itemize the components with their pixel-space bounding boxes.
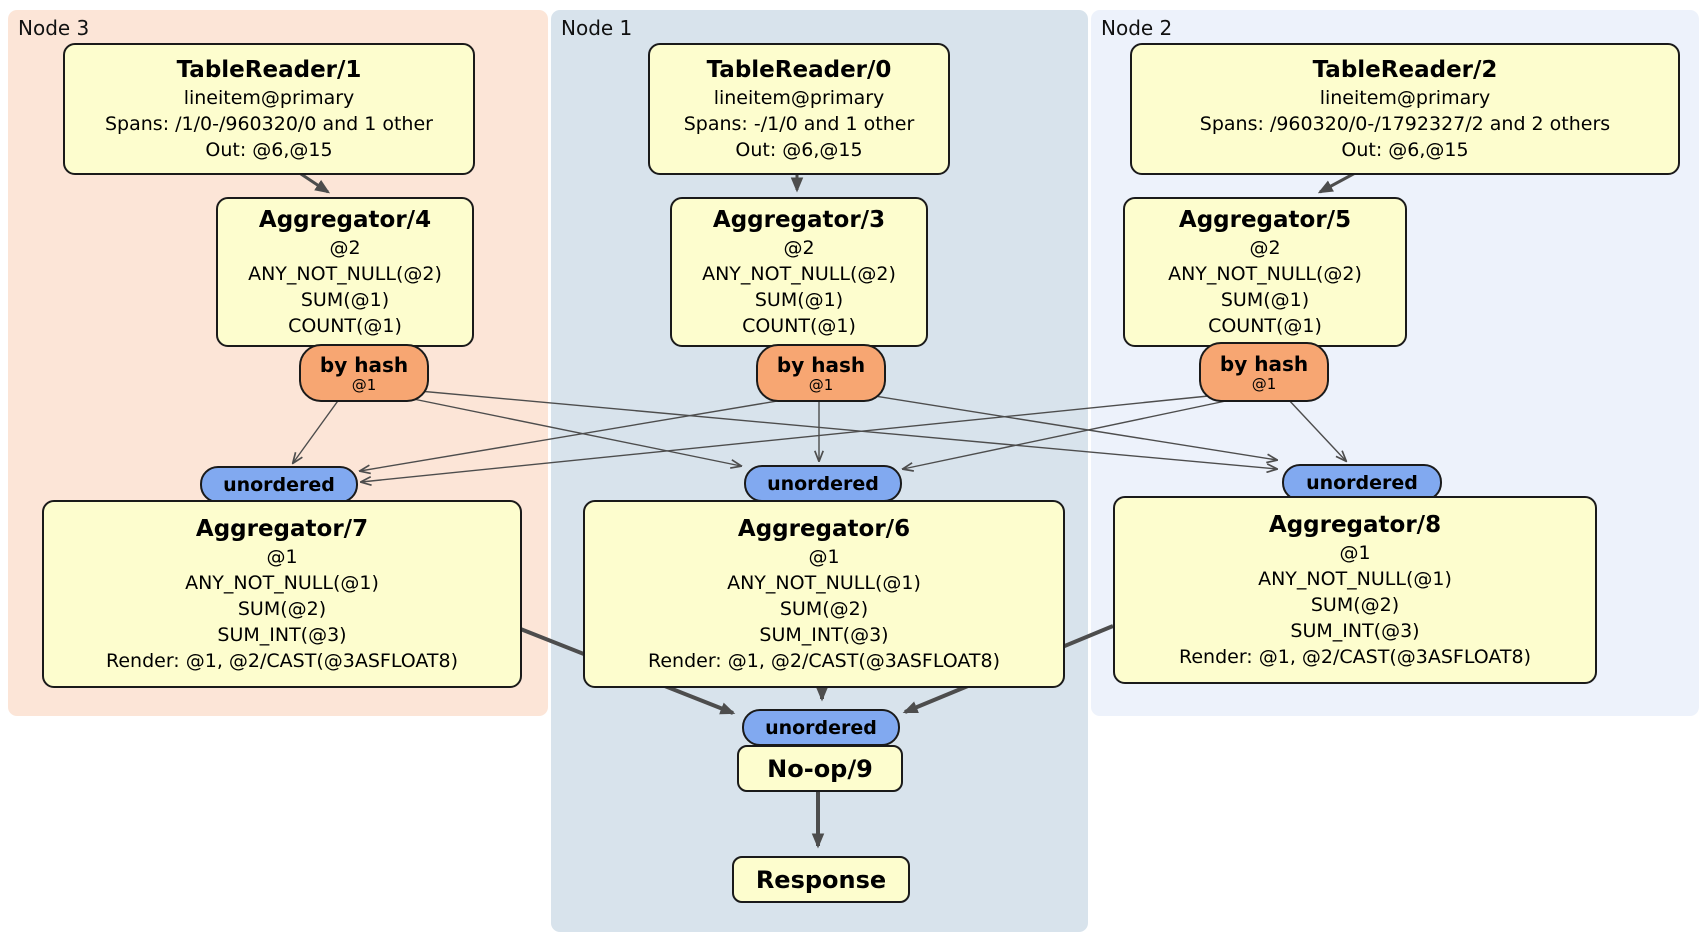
processor-render-line: Render: @1, @2/CAST(@3ASFLOAT8) [106, 650, 458, 672]
router-by-hash-node2: by hash @1 [1199, 342, 1329, 402]
processor-agg-line: ANY_NOT_NULL(@1) [185, 572, 379, 594]
processor-group-line: @1 [266, 546, 298, 568]
processor-agg-line: SUM_INT(@3) [759, 624, 889, 646]
processor-title: No-op/9 [767, 754, 873, 783]
processor-spans-line: Spans: /1/0-/960320/0 and 1 other [105, 113, 433, 135]
processor-agg-line: SUM(@1) [754, 289, 844, 311]
processor-render-line: Render: @1, @2/CAST(@3ASFLOAT8) [1179, 646, 1531, 668]
processor-agg-line: SUM(@2) [237, 598, 327, 620]
processor-aggregator-8: Aggregator/8 @1 ANY_NOT_NULL(@1) SUM(@2)… [1113, 496, 1597, 684]
region-label-node3: Node 3 [18, 16, 90, 40]
processor-agg-line: ANY_NOT_NULL(@1) [727, 572, 921, 594]
processor-title: Aggregator/8 [1268, 512, 1442, 538]
processor-spans-line: Spans: /960320/0-/1792327/2 and 2 others [1199, 113, 1611, 135]
processor-aggregator-5: Aggregator/5 @2 ANY_NOT_NULL(@2) SUM(@1)… [1123, 197, 1407, 347]
router-by-hash-node1: by hash @1 [756, 344, 886, 402]
processor-agg-line: SUM(@2) [779, 598, 869, 620]
processor-agg-line: SUM(@1) [300, 289, 390, 311]
processor-group-line: @1 [1339, 542, 1371, 564]
processor-out-line: Out: @6,@15 [1341, 139, 1469, 161]
router-detail: @1 [351, 375, 377, 394]
sync-unordered-node3: unordered [200, 466, 358, 503]
processor-render-line: Render: @1, @2/CAST(@3ASFLOAT8) [648, 650, 1000, 672]
processor-tablereader-1: TableReader/1 lineitem@primary Spans: /1… [63, 43, 475, 175]
processor-title: TableReader/2 [1312, 57, 1498, 83]
processor-title: Aggregator/4 [258, 207, 432, 233]
processor-agg-line: SUM_INT(@3) [217, 624, 347, 646]
processor-index-line: lineitem@primary [183, 87, 355, 109]
processor-group-line: @2 [1249, 237, 1281, 259]
processor-index-line: lineitem@primary [713, 87, 885, 109]
processor-title: TableReader/1 [176, 57, 362, 83]
processor-title: Aggregator/3 [712, 207, 886, 233]
processor-title: Aggregator/6 [737, 516, 911, 542]
processor-group-line: @2 [783, 237, 815, 259]
processor-tablereader-2: TableReader/2 lineitem@primary Spans: /9… [1130, 43, 1680, 175]
processor-tablereader-0: TableReader/0 lineitem@primary Spans: -/… [648, 43, 950, 175]
router-detail: @1 [808, 375, 834, 394]
sync-unordered-final: unordered [742, 709, 900, 746]
region-label-node1: Node 1 [561, 16, 633, 40]
processor-spans-line: Spans: -/1/0 and 1 other [683, 113, 915, 135]
processor-agg-line: COUNT(@1) [288, 315, 402, 337]
processor-group-line: @2 [329, 237, 361, 259]
processor-agg-line: ANY_NOT_NULL(@2) [248, 263, 442, 285]
processor-title: Aggregator/5 [1178, 207, 1352, 233]
router-detail: @1 [1251, 374, 1277, 393]
processor-noop-9: No-op/9 [737, 745, 903, 792]
router-label: by hash [1219, 351, 1309, 376]
processor-aggregator-7: Aggregator/7 @1 ANY_NOT_NULL(@1) SUM(@2)… [42, 500, 522, 688]
processor-response: Response [732, 856, 910, 903]
processor-out-line: Out: @6,@15 [735, 139, 863, 161]
processor-aggregator-6: Aggregator/6 @1 ANY_NOT_NULL(@1) SUM(@2)… [583, 500, 1065, 688]
processor-aggregator-3: Aggregator/3 @2 ANY_NOT_NULL(@2) SUM(@1)… [670, 197, 928, 347]
processor-agg-line: SUM_INT(@3) [1290, 620, 1420, 642]
router-by-hash-node3: by hash @1 [299, 344, 429, 402]
region-label-node2: Node 2 [1101, 16, 1173, 40]
processor-agg-line: SUM(@2) [1310, 594, 1400, 616]
processor-agg-line: ANY_NOT_NULL(@2) [702, 263, 896, 285]
processor-title: Aggregator/7 [195, 516, 369, 542]
processor-agg-line: COUNT(@1) [742, 315, 856, 337]
processor-group-line: @1 [808, 546, 840, 568]
processor-agg-line: ANY_NOT_NULL(@1) [1258, 568, 1452, 590]
processor-out-line: Out: @6,@15 [205, 139, 333, 161]
processor-agg-line: ANY_NOT_NULL(@2) [1168, 263, 1362, 285]
processor-aggregator-4: Aggregator/4 @2 ANY_NOT_NULL(@2) SUM(@1)… [216, 197, 474, 347]
processor-title: TableReader/0 [706, 57, 892, 83]
processor-index-line: lineitem@primary [1319, 87, 1491, 109]
router-label: by hash [319, 352, 409, 377]
processor-agg-line: SUM(@1) [1220, 289, 1310, 311]
sync-unordered-node1: unordered [744, 465, 902, 502]
processor-title: Response [755, 865, 887, 894]
processor-agg-line: COUNT(@1) [1208, 315, 1322, 337]
router-label: by hash [776, 352, 866, 377]
